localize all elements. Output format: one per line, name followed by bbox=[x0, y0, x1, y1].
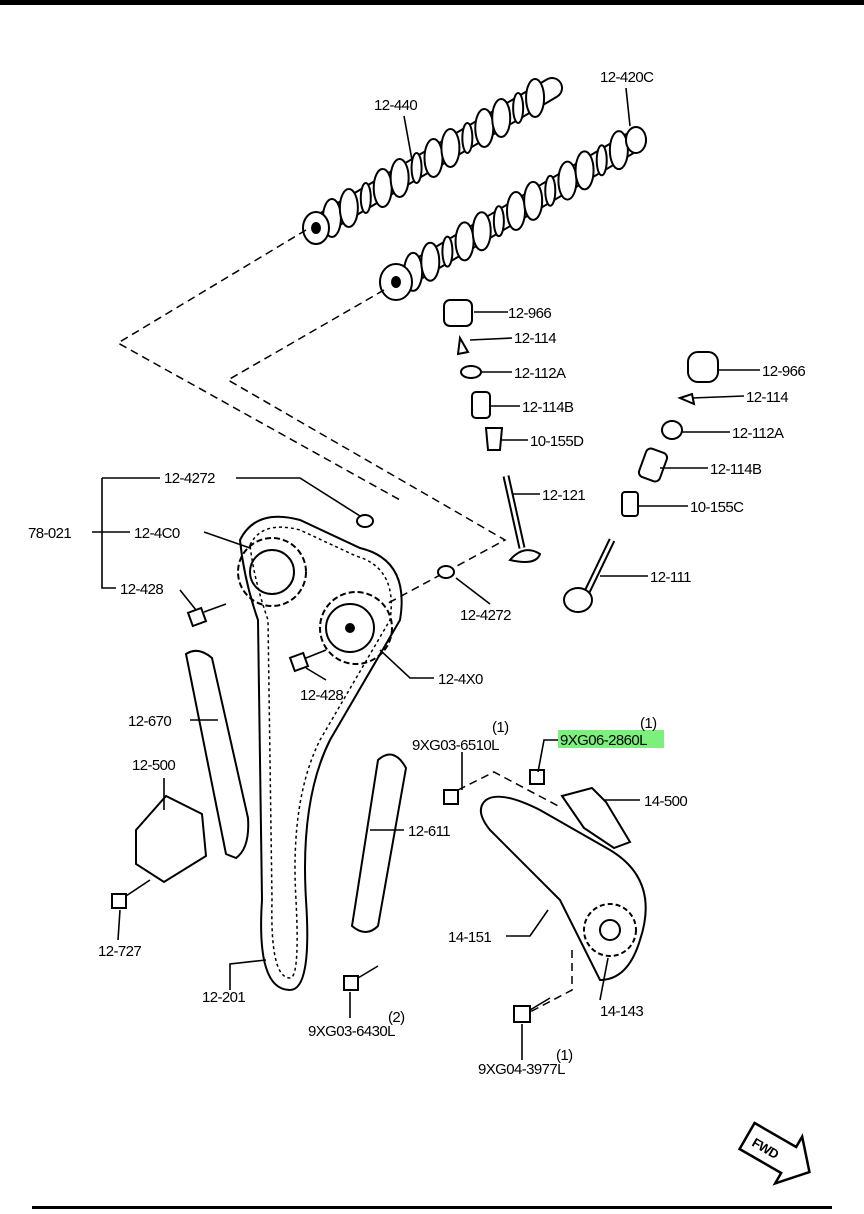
cam-lobe bbox=[440, 128, 461, 168]
washer-right[interactable] bbox=[437, 565, 455, 579]
label-12-727[interactable]: 12-727 bbox=[98, 943, 142, 960]
axis-line-intake bbox=[116, 229, 401, 501]
cam-lobe bbox=[420, 241, 441, 282]
label-12-4x0[interactable]: 12-4X0 bbox=[438, 671, 484, 688]
qty-9xg04-3977l: (1) bbox=[556, 1047, 573, 1064]
cam-lobe bbox=[389, 158, 410, 198]
axis-line-oil bbox=[457, 771, 563, 809]
label-12-611[interactable]: 12-611 bbox=[408, 823, 451, 840]
cam-lobe bbox=[574, 150, 595, 191]
label-12-201[interactable]: 12-201 bbox=[202, 989, 246, 1006]
cam-lobe bbox=[423, 138, 444, 178]
top-border bbox=[0, 0, 864, 5]
label-12-121[interactable]: 12-121 bbox=[542, 487, 586, 504]
label-12-114-right[interactable]: 12-114 bbox=[746, 389, 789, 406]
label-12-112a-right[interactable]: 12-112A bbox=[732, 425, 785, 442]
label-9xg03-6430l[interactable]: 9XG03-6430L bbox=[308, 1023, 396, 1040]
cam-lobe bbox=[512, 92, 525, 124]
label-14-151[interactable]: 14-151 bbox=[448, 929, 492, 946]
cam-lobe bbox=[410, 152, 423, 184]
qty-9xg03-6510l: (1) bbox=[492, 719, 509, 736]
label-12-114b-left[interactable]: 12-114B bbox=[522, 399, 575, 416]
label-12-4272-right[interactable]: 12-4272 bbox=[460, 607, 512, 624]
fwd-arrow-icon: FWD bbox=[737, 1121, 811, 1186]
label-12-114-left[interactable]: 12-114 bbox=[514, 330, 557, 347]
cam-lobe bbox=[491, 98, 512, 138]
bolts[interactable] bbox=[111, 603, 551, 1023]
label-12-112a-left[interactable]: 12-112A bbox=[514, 365, 567, 382]
label-9xg04-3977l[interactable]: 9XG04-3977L bbox=[478, 1061, 566, 1078]
chain-guide-left[interactable] bbox=[184, 649, 250, 860]
qty-9xg06-2860l: (1) bbox=[640, 715, 657, 732]
cam-lobe bbox=[557, 160, 578, 201]
label-12-114b-right[interactable]: 12-114B bbox=[710, 461, 763, 478]
label-12-4c0[interactable]: 12-4C0 bbox=[134, 525, 180, 542]
label-12-4272-top[interactable]: 12-4272 bbox=[164, 470, 216, 487]
cam-lobe bbox=[441, 235, 454, 268]
cam-lobe bbox=[454, 221, 475, 262]
washer-top[interactable] bbox=[356, 514, 374, 528]
label-12-440[interactable]: 12-440 bbox=[374, 97, 418, 114]
cam-lobe bbox=[492, 205, 505, 238]
chain-tensioner[interactable] bbox=[135, 794, 208, 884]
valve-parts-left[interactable] bbox=[443, 299, 542, 563]
axis-line-sprocket bbox=[529, 950, 573, 1013]
cam-lobe bbox=[525, 78, 546, 118]
label-9xg03-6510l[interactable]: 9XG03-6510L bbox=[412, 737, 500, 754]
cam-lobe bbox=[338, 188, 359, 228]
oil-pump-sprocket[interactable] bbox=[583, 903, 637, 957]
qty-9xg03-6430l: (2) bbox=[388, 1009, 405, 1026]
label-14-500[interactable]: 14-500 bbox=[644, 793, 688, 810]
highlight-marker bbox=[558, 730, 664, 748]
cam-lobe bbox=[523, 180, 544, 221]
label-14-143[interactable]: 14-143 bbox=[600, 1003, 644, 1020]
oil-pump-chain[interactable] bbox=[479, 795, 647, 982]
sprocket-intake-vvt[interactable] bbox=[319, 591, 393, 665]
intake-camshaft[interactable] bbox=[302, 77, 563, 245]
exhaust-camshaft[interactable] bbox=[379, 126, 647, 301]
label-10-155d[interactable]: 10-155D bbox=[530, 433, 585, 450]
label-12-966-right[interactable]: 12-966 bbox=[762, 363, 806, 380]
cam-lobe bbox=[608, 130, 629, 171]
label-12-111[interactable]: 12-111 bbox=[650, 569, 692, 586]
label-12-428-center[interactable]: 12-428 bbox=[300, 687, 344, 704]
chain-guide-right[interactable] bbox=[350, 753, 408, 933]
axis-line-exhaust bbox=[226, 289, 507, 629]
cam-lobe bbox=[359, 182, 372, 214]
label-10-155c[interactable]: 10-155C bbox=[690, 499, 745, 516]
bottom-border bbox=[32, 1206, 832, 1209]
timing-chain[interactable] bbox=[238, 515, 403, 992]
label-12-428-left[interactable]: 12-428 bbox=[120, 581, 164, 598]
cam-lobe bbox=[474, 108, 495, 148]
label-12-500[interactable]: 12-500 bbox=[132, 757, 176, 774]
cam-lobe bbox=[506, 191, 526, 231]
label-12-966-left[interactable]: 12-966 bbox=[508, 305, 552, 322]
leader-lines bbox=[92, 87, 760, 1060]
cam-lobe bbox=[461, 122, 474, 154]
label-9xg06-2860l[interactable]: 9XG06-2860L bbox=[560, 732, 648, 749]
oil-pump-tensioner[interactable] bbox=[560, 786, 632, 850]
cam-lobe bbox=[544, 174, 557, 207]
sprocket-exhaust[interactable] bbox=[237, 537, 307, 607]
cam-lobe bbox=[471, 211, 492, 252]
label-12-420c[interactable]: 12-420C bbox=[600, 69, 655, 86]
label-12-670[interactable]: 12-670 bbox=[128, 713, 172, 730]
label-78-021[interactable]: 78-021 bbox=[28, 525, 72, 542]
valve-parts-right[interactable] bbox=[563, 351, 719, 613]
cam-lobe bbox=[372, 168, 393, 208]
cam-lobe bbox=[595, 144, 608, 177]
